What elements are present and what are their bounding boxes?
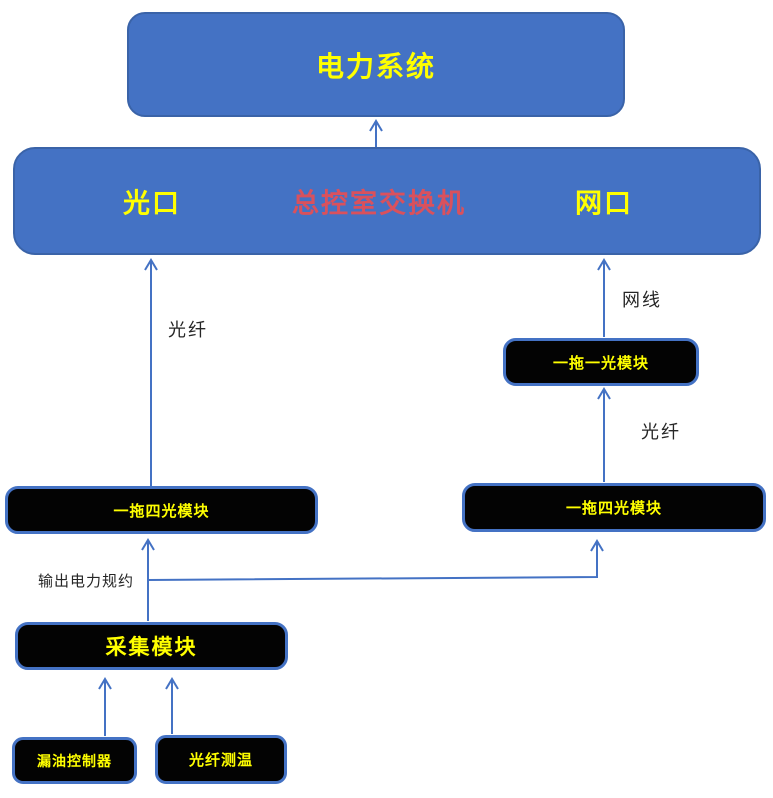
network-port-label: 网口 [575,188,633,220]
edge-label-ethernet-cable: 网线 [622,290,662,311]
fiber-temperature-label: 光纤测温 [188,751,253,769]
optical-port-label: 光口 [123,188,181,220]
node-oil-leak-controller: 漏油控制器 [12,737,137,784]
node-main-switch: 光口 总控室交换机 网口 [13,147,761,255]
power-system-label: 电力系统 [315,49,436,83]
arrow-branch-to-fourmodule-right [147,539,604,581]
node-collector-module: 采集模块 [15,622,288,670]
node-one-to-four-module-right: 一拖四光模块 [462,483,766,532]
edge-label-power-protocol: 输出电力规约 [38,572,135,590]
node-one-to-one-module: 一拖一光模块 [503,338,699,386]
one-to-one-module-label: 一拖一光模块 [552,353,649,372]
oil-leak-controller-label: 漏油控制器 [37,753,112,770]
node-fiber-temperature: 光纤测温 [155,735,287,784]
node-power-system: 电力系统 [127,12,625,117]
edge-label-fiber-left: 光纤 [168,320,208,341]
edge-label-fiber-right: 光纤 [641,422,681,443]
switch-title: 总控室交换机 [292,188,466,220]
one-to-four-module-right-label: 一拖四光模块 [565,499,662,517]
one-to-four-module-left-label: 一拖四光模块 [113,501,210,520]
collector-module-label: 采集模块 [105,635,198,659]
node-one-to-four-module-left: 一拖四光模块 [5,486,318,534]
